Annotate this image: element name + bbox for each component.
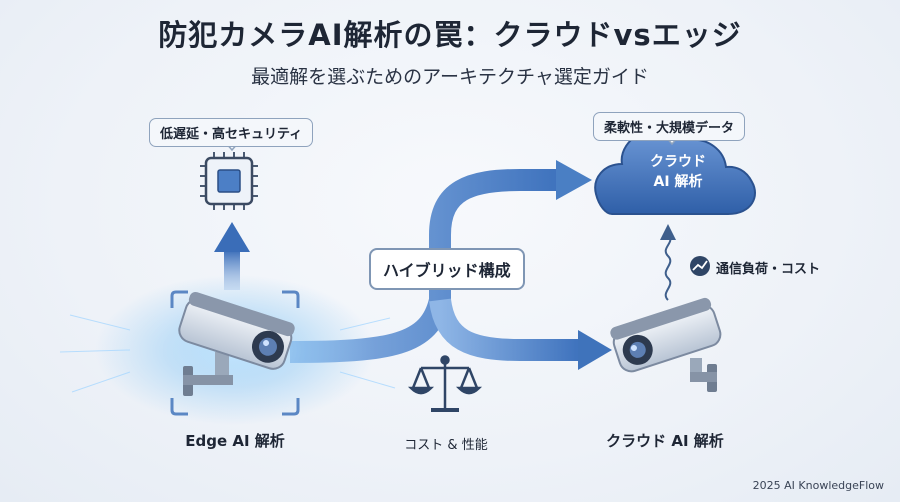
edge-feature-badge: 低遅延・高セキュリティ bbox=[149, 118, 314, 147]
page-title: 防犯カメラAI解析の罠：クラウドvsエッジ bbox=[158, 18, 742, 52]
balance-scale-icon bbox=[407, 355, 483, 412]
cloud-feature-badge: 柔軟性・大規模データ bbox=[593, 112, 746, 141]
edge-focus-frame bbox=[170, 290, 300, 416]
chip-icon bbox=[200, 152, 258, 210]
edge-camera-icon bbox=[178, 291, 295, 396]
footer-credit: 2025 AI KnowledgeFlow bbox=[752, 479, 884, 492]
cloud-label-line2: AI 解析 bbox=[653, 174, 703, 190]
cloud-caption: クラウド AI 解析 bbox=[606, 432, 724, 450]
chart-trend-icon bbox=[690, 256, 710, 276]
upload-wave-arrow bbox=[660, 224, 676, 301]
edge-up-arrow bbox=[214, 222, 250, 290]
edge-sparkle-lines bbox=[59, 314, 396, 393]
hybrid-config-label: ハイブリッド構成 bbox=[369, 248, 525, 290]
cloud-label-line1: クラウド bbox=[650, 154, 706, 170]
edge-caption: Edge AI 解析 bbox=[185, 432, 285, 450]
page-subtitle: 最適解を選ぶためのアーキテクチャ選定ガイド bbox=[251, 66, 649, 88]
scale-caption: コスト & 性能 bbox=[404, 438, 488, 453]
cloud-label: クラウド AI 解析 bbox=[598, 152, 758, 192]
cloud-camera-icon bbox=[610, 297, 722, 392]
arrow-to-cloud-camera-head bbox=[578, 330, 612, 370]
arrow-to-cloud-head bbox=[556, 160, 592, 200]
traffic-cost-label: 通信負荷・コスト bbox=[716, 262, 821, 277]
